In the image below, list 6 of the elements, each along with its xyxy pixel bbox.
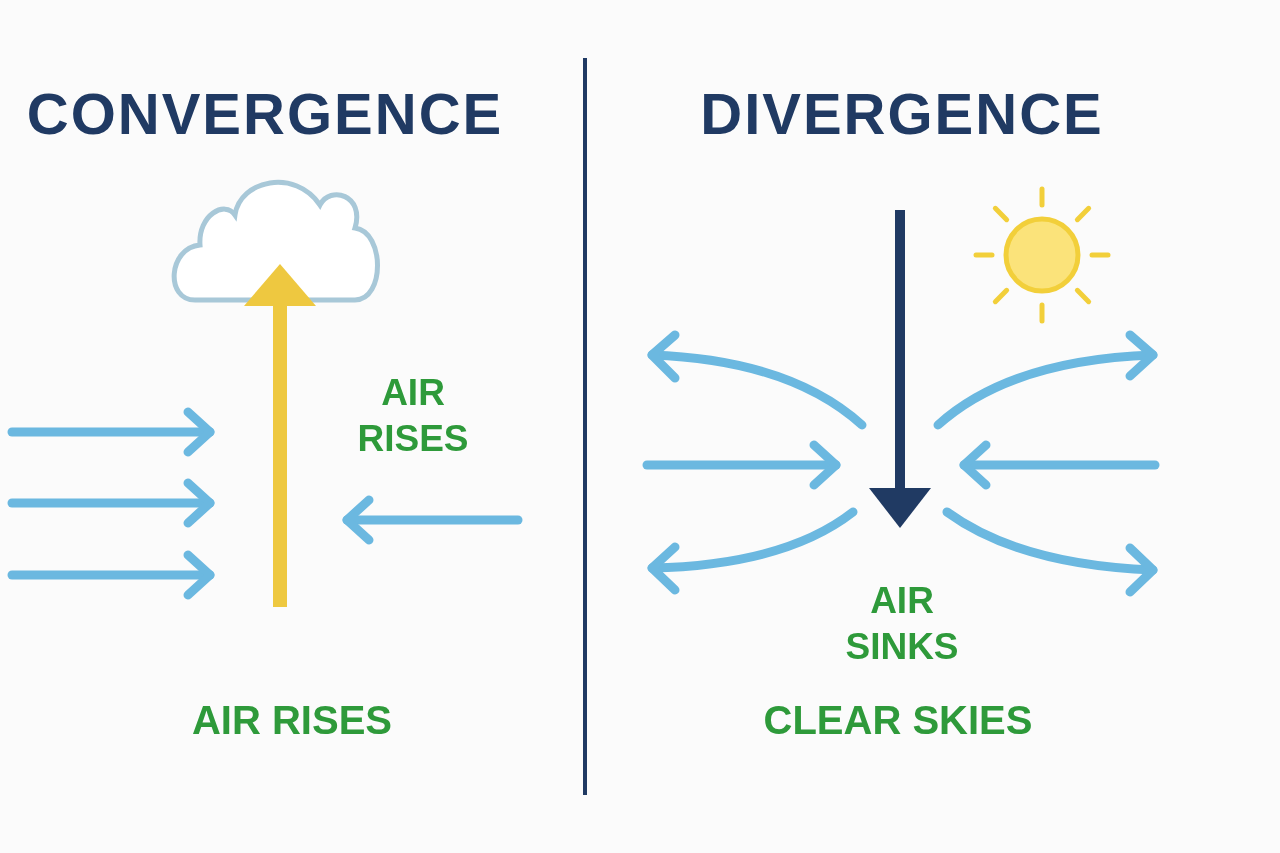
caption-text: AIR RISES <box>192 697 392 744</box>
section-heading: DIVERGENCE <box>700 80 1104 148</box>
annotation-text: AIR SINKS <box>844 579 960 670</box>
section-heading: CONVERGENCE <box>26 80 504 148</box>
annotation-text: AIR RISES <box>356 371 470 462</box>
caption-text: CLEAR SKIES <box>763 697 1033 744</box>
